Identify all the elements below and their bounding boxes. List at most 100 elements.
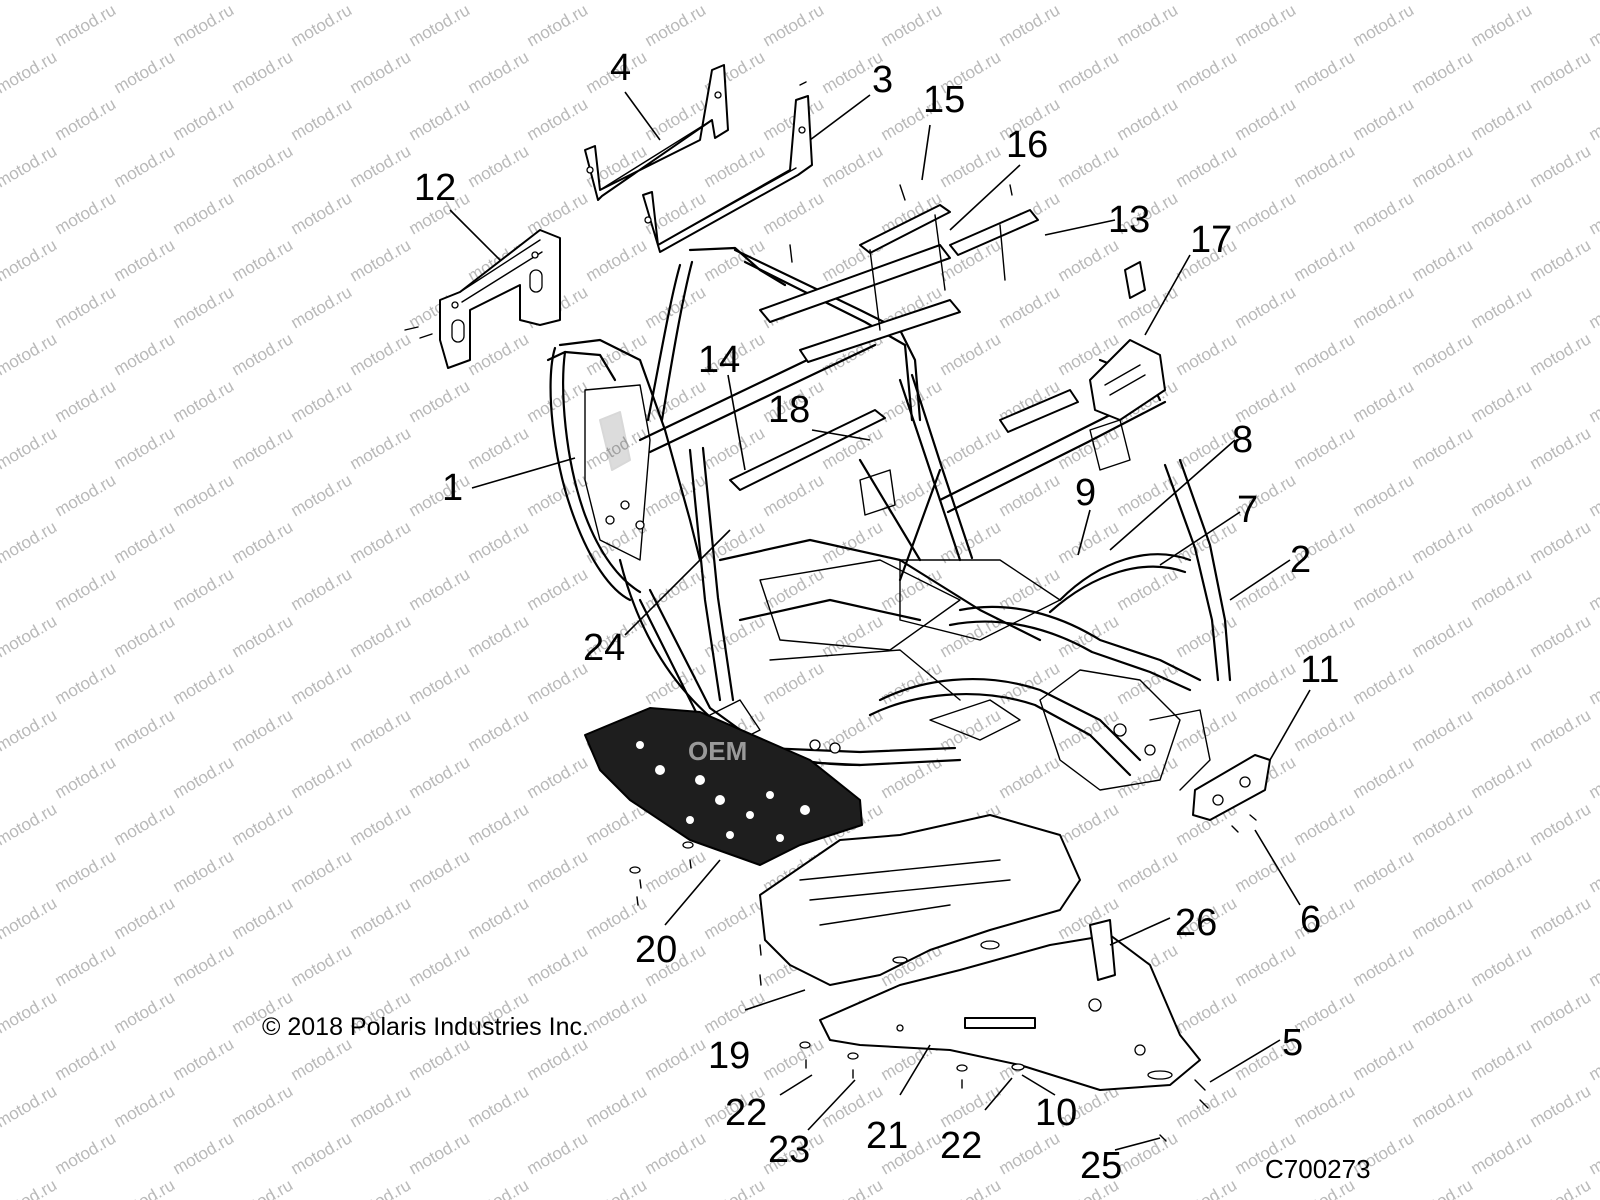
watermark-text: motod.ru	[229, 705, 297, 755]
watermark-text: motod.ru	[1586, 376, 1600, 426]
watermark-text: motod.ru	[1468, 94, 1536, 144]
watermark-text: motod.ru	[937, 611, 1005, 661]
watermark-text: motod.ru	[1468, 752, 1536, 802]
watermark-text: motod.ru	[701, 0, 769, 3]
watermark-text: motod.ru	[1173, 611, 1241, 661]
watermark-text: motod.ru	[1586, 1034, 1600, 1084]
watermark-text: motod.ru	[0, 564, 1, 614]
watermark-text: motod.ru	[760, 188, 828, 238]
watermark-text: motod.ru	[524, 1034, 592, 1084]
watermark-text: motod.ru	[1350, 940, 1418, 990]
watermark-text: motod.ru	[583, 987, 651, 1037]
watermark-text: motod.ru	[1350, 470, 1418, 520]
watermark-text: motod.ru	[465, 799, 533, 849]
watermark-text: motod.ru	[465, 47, 533, 97]
callout-2: 2	[1290, 539, 1311, 581]
watermark-text: motod.ru	[288, 470, 356, 520]
skid-plate-21	[819, 919, 1201, 1091]
watermark-text: motod.ru	[0, 1175, 60, 1200]
watermark-text: motod.ru	[1409, 235, 1477, 285]
watermark-text: motod.ru	[1350, 1034, 1418, 1084]
watermark-text: motod.ru	[288, 846, 356, 896]
watermark-text: motod.ru	[170, 470, 238, 520]
watermark-text: motod.ru	[1468, 658, 1536, 708]
watermark-text: motod.ru	[111, 705, 179, 755]
watermark-text: motod.ru	[0, 658, 1, 708]
watermark-text: motod.ru	[1586, 658, 1600, 708]
watermark-text: motod.ru	[1291, 47, 1359, 97]
diagram-code: C700273	[1265, 1154, 1371, 1184]
watermark-text: motod.ru	[465, 329, 533, 379]
watermark-text: motod.ru	[996, 470, 1064, 520]
watermark-text: motod.ru	[170, 752, 238, 802]
bracket-11	[1192, 754, 1271, 833]
watermark-text: motod.ru	[1350, 658, 1418, 708]
watermark-text: motod.ru	[642, 658, 710, 708]
watermark-text: motod.ru	[288, 94, 356, 144]
watermark-text: motod.ru	[1527, 47, 1595, 97]
watermark-text: motod.ru	[52, 376, 120, 426]
callout-13: 13	[1108, 199, 1150, 241]
watermark-text: motod.ru	[52, 282, 120, 332]
watermark-text: motod.ru	[583, 235, 651, 285]
watermark-text: motod.ru	[0, 752, 1, 802]
watermark-text: motod.ru	[111, 0, 179, 3]
watermark-text: motod.ru	[465, 611, 533, 661]
watermark-text: motod.ru	[0, 1081, 60, 1131]
watermark-text: motod.ru	[1055, 517, 1123, 567]
watermark-text: motod.ru	[465, 517, 533, 567]
watermark-text: motod.ru	[1527, 329, 1595, 379]
watermark-text: motod.ru	[878, 0, 946, 50]
watermark-text: motod.ru	[52, 564, 120, 614]
watermark-text: motod.ru	[170, 940, 238, 990]
callout-25: 25	[1080, 1145, 1122, 1187]
watermark-text: motod.ru	[1114, 0, 1182, 50]
watermark-text: motod.ru	[0, 94, 1, 144]
brackets-3-4	[584, 64, 813, 253]
watermark-text: motod.ru	[229, 235, 297, 285]
watermark-text: motod.ru	[465, 893, 533, 943]
watermark-text: motod.ru	[406, 376, 474, 426]
watermark-text: motod.ru	[819, 0, 887, 3]
watermark-text: motod.ru	[1527, 0, 1595, 3]
watermark-text: motod.ru	[347, 0, 415, 3]
watermark-text: motod.ru	[52, 470, 120, 520]
watermark-text: motod.ru	[1586, 752, 1600, 802]
watermark-text: motod.ru	[1114, 94, 1182, 144]
watermark-text: motod.ru	[1173, 329, 1241, 379]
watermark-text: motod.ru	[52, 1034, 120, 1084]
watermark-text: motod.ru	[1527, 893, 1595, 943]
watermark-text: motod.ru	[760, 658, 828, 708]
callout-12: 12	[414, 167, 456, 209]
watermark-text: motod.ru	[406, 940, 474, 990]
watermark-text: motod.ru	[1350, 94, 1418, 144]
watermark-text: motod.ru	[1468, 188, 1536, 238]
watermark-text: motod.ru	[406, 846, 474, 896]
watermark-text: motod.ru	[406, 94, 474, 144]
watermark-text: motod.ru	[1409, 611, 1477, 661]
watermark-text: motod.ru	[524, 470, 592, 520]
watermark-text: motod.ru	[52, 752, 120, 802]
watermark-text: motod.ru	[1527, 1081, 1595, 1131]
watermark-text: motod.ru	[288, 0, 356, 50]
watermark-text: motod.ru	[1409, 705, 1477, 755]
watermark-text: motod.ru	[465, 0, 533, 3]
watermark-text: motod.ru	[524, 1128, 592, 1178]
watermark-text: motod.ru	[347, 47, 415, 97]
watermark-text: motod.ru	[111, 517, 179, 567]
watermark-text: motod.ru	[1586, 94, 1600, 144]
watermark-text: motod.ru	[0, 799, 60, 849]
watermark-text: motod.ru	[288, 564, 356, 614]
watermark-text: motod.ru	[1527, 987, 1595, 1037]
watermark-text: motod.ru	[229, 1081, 297, 1131]
watermark-text: motod.ru	[1468, 564, 1536, 614]
watermark-text: motod.ru	[1350, 282, 1418, 332]
watermark-text: motod.ru	[406, 658, 474, 708]
watermark-text: motod.ru	[996, 282, 1064, 332]
watermark-text: motod.ru	[1232, 564, 1300, 614]
watermark-text: motod.ru	[1291, 423, 1359, 473]
watermark-text: motod.ru	[111, 611, 179, 661]
watermark-text: motod.ru	[288, 1034, 356, 1084]
watermark-text: motod.ru	[170, 0, 238, 50]
